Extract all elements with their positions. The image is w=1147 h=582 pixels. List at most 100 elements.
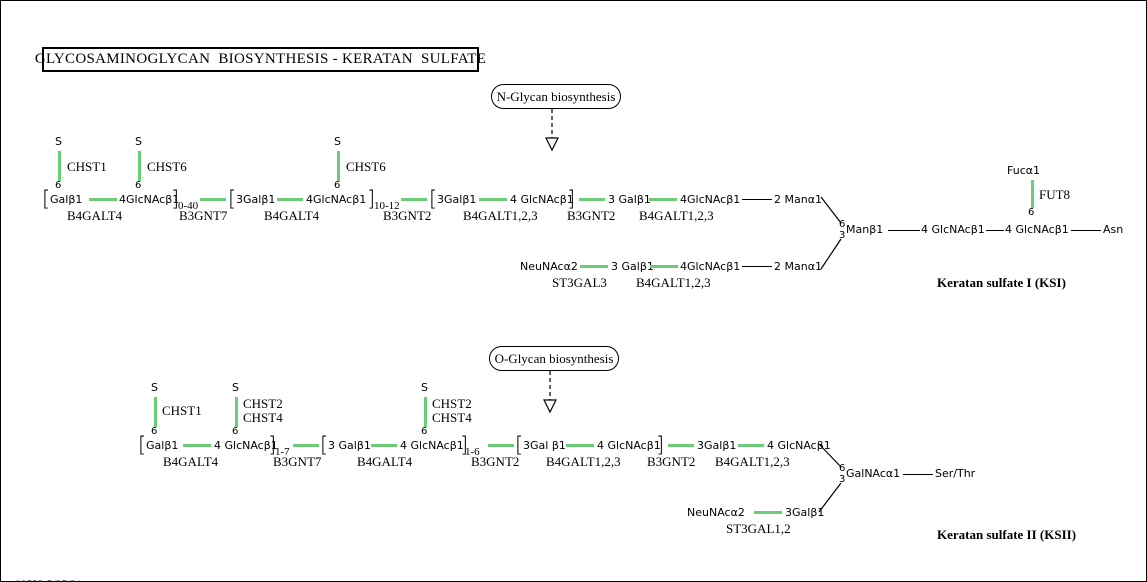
enzyme-label-ksii-chst4-a[interactable]: CHST4 (243, 410, 283, 425)
edge-ksi-4[interactable] (401, 198, 427, 201)
edge-ksii-6[interactable] (668, 444, 694, 447)
residue-ksi-asn[interactable]: Asn (1103, 223, 1124, 236)
edge-ksi-2[interactable] (200, 198, 226, 201)
edge-ksi-core-2[interactable] (986, 230, 1004, 231)
residue-ksi-core-glcnac1[interactable]: 4 GlcNAcβ1 (921, 223, 985, 236)
enzyme-label-ksii-chst2-b[interactable]: CHST2 (432, 396, 472, 411)
enzyme-ksi-b4galt123-2[interactable]: B4GALT1,2,3 (639, 208, 714, 223)
map-node-o-glycan-biosynthesis[interactable]: O-Glycan biosynthesis (489, 346, 619, 371)
edge-ksi-core-1[interactable] (888, 230, 920, 231)
residue-ksi-gal4[interactable]: 3 Galβ1 (608, 193, 651, 206)
edge-ksi-fucose[interactable] (1031, 180, 1034, 208)
edge-ksi-6[interactable] (579, 198, 605, 201)
edge-ksii-4[interactable] (488, 444, 514, 447)
edge-ksi-3[interactable] (277, 198, 303, 201)
enzyme-ksii-b4galt123-1[interactable]: B4GALT1,2,3 (546, 454, 621, 469)
edge-sulfate-ksi-2[interactable] (138, 151, 141, 181)
enzyme-ksii-b3gnt2-1[interactable]: B3GNT2 (471, 454, 520, 469)
edge-ksi-branch-3[interactable] (742, 266, 772, 267)
residue-ksi-glcnac4[interactable]: 4GlcNAcβ1 (680, 193, 741, 206)
bracket-close-ksi-3: ] (567, 187, 576, 211)
enzyme-ksii-b4galt123-2[interactable]: B4GALT1,2,3 (715, 454, 790, 469)
edge-ksi-branch-2[interactable] (650, 265, 678, 268)
residue-ksii-gal3[interactable]: 3Gal β1 (523, 439, 566, 452)
residue-ksi-gal3[interactable]: 3Galβ1 (437, 193, 477, 206)
branch-line-ksi-lower (820, 238, 842, 270)
edge-ksi-5[interactable] (479, 198, 507, 201)
enzyme-ksii-b4galt4-1[interactable]: B4GALT4 (163, 454, 219, 469)
edge-ksii-core-1[interactable] (903, 474, 933, 475)
residue-ksii-neunac[interactable]: NeuNAcα2 (687, 506, 745, 519)
enzyme-ksi-b3gnt2-2[interactable]: B3GNT2 (567, 208, 616, 223)
residue-ksii-glcnac4[interactable]: 4 GlcNAcβ1 (767, 439, 831, 452)
residue-ksi-glcnac1[interactable]: 4GlcNAcβ1 (119, 193, 180, 206)
map-node-n-glycan-biosynthesis[interactable]: N-Glycan biosynthesis (491, 84, 621, 109)
position-number-ksii-2: 6 (232, 426, 239, 437)
residue-ksi-neunac[interactable]: NeuNAcα2 (520, 260, 578, 273)
edge-sulfate-ksi-3[interactable] (337, 151, 340, 181)
enzyme-label-ksii-chst4-b[interactable]: CHST4 (432, 410, 472, 425)
residue-ksi-glcnac3[interactable]: 4 GlcNAcβ1 (510, 193, 574, 206)
residue-ksii-glcnac2[interactable]: 4 GlcNAcβ1 (400, 439, 464, 452)
residue-ksi-glcnac2[interactable]: 4GlcNAcβ1 (306, 193, 367, 206)
residue-ksi-fucose[interactable]: Fucα1 (1007, 164, 1040, 177)
enzyme-ksi-fut8[interactable]: FUT8 (1039, 187, 1071, 202)
edge-ksii-5[interactable] (566, 444, 594, 447)
residue-ksii-glcnac1[interactable]: 4 GlcNAcβ1 (214, 439, 278, 452)
enzyme-ksii-b3gnt7[interactable]: B3GNT7 (273, 454, 322, 469)
enzyme-ksi-b4galt123-3[interactable]: B4GALT1,2,3 (636, 275, 711, 290)
enzyme-label-ksii-chst2-a[interactable]: CHST2 (243, 396, 283, 411)
enzyme-ksi-b4galt4-2[interactable]: B4GALT4 (264, 208, 320, 223)
residue-ksi-gal2[interactable]: 3Galβ1 (236, 193, 276, 206)
edge-ksii-3[interactable] (371, 444, 397, 447)
sulfate-label-ksi-2: S (135, 135, 142, 148)
residue-ksi-branch-glcnac[interactable]: 4GlcNAcβ1 (680, 260, 741, 273)
enzyme-ksi-st3gal3[interactable]: ST3GAL3 (552, 275, 607, 290)
edge-ksi-8[interactable] (742, 199, 772, 200)
enzyme-ksi-b4galt123-1[interactable]: B4GALT1,2,3 (463, 208, 538, 223)
residue-ksii-galnac[interactable]: GalNAcα1 (846, 467, 901, 480)
enzyme-label-ksi-chst6-a[interactable]: CHST6 (147, 159, 187, 174)
edge-sulfate-ksii-2[interactable] (235, 397, 238, 427)
residue-ksi-man-lower[interactable]: 2 Manα1 (774, 260, 822, 273)
edge-sulfate-ksi-1[interactable] (58, 151, 61, 181)
edge-ksii-7[interactable] (738, 444, 764, 447)
residue-ksi-man-upper[interactable]: 2 Manα1 (774, 193, 822, 206)
enzyme-label-ksi-chst1[interactable]: CHST1 (67, 159, 107, 174)
residue-ksii-branch-gal[interactable]: 3Galβ1 (785, 506, 825, 519)
residue-ksii-gal2[interactable]: 3 Galβ1 (328, 439, 371, 452)
edge-ksi-core-3[interactable] (1071, 230, 1101, 231)
residue-ksii-gal4[interactable]: 3Galβ1 (697, 439, 737, 452)
enzyme-ksii-st3gal12[interactable]: ST3GAL1,2 (726, 521, 791, 536)
edge-ksi-1[interactable] (89, 198, 117, 201)
residue-ksii-glcnac3[interactable]: 4 GlcNAcβ1 (597, 439, 661, 452)
position-number-ksi-2: 6 (135, 180, 142, 191)
subscript-ksi-2: 10-12 (374, 200, 400, 212)
enzyme-ksii-b3gnt2-2[interactable]: B3GNT2 (647, 454, 696, 469)
edge-ksii-2[interactable] (293, 444, 319, 447)
bracket-open-ksii-3: [ (515, 433, 524, 457)
branch-position-ksi-6: 6 (839, 219, 846, 230)
sulfate-label-ksii-1: S (151, 381, 158, 394)
residue-ksi-man-beta[interactable]: Manβ1 (846, 223, 884, 236)
edge-ksi-7[interactable] (649, 198, 677, 201)
position-number-ksii-3: 6 (421, 426, 428, 437)
enzyme-label-ksii-chst1[interactable]: CHST1 (162, 403, 202, 418)
edge-ksii-branch-1[interactable] (754, 511, 782, 514)
residue-ksii-gal1[interactable]: Galβ1 (146, 439, 179, 452)
residue-ksi-core-glcnac2[interactable]: 4 GlcNAcβ1 (1005, 223, 1069, 236)
footer-map-id: 00533 5/25/21 (15, 579, 134, 581)
residue-ksii-serthr[interactable]: Ser/Thr (935, 467, 976, 480)
edge-ksi-branch-1[interactable] (580, 265, 608, 268)
residue-ksi-gal1[interactable]: Galβ1 (50, 193, 83, 206)
enzyme-ksii-b4galt4-2[interactable]: B4GALT4 (357, 454, 413, 469)
product-label-ksi: Keratan sulfate I (KSI) (937, 275, 1066, 290)
residue-ksi-branch-gal[interactable]: 3 Galβ1 (611, 260, 654, 273)
enzyme-ksi-b3gnt7[interactable]: B3GNT7 (179, 208, 228, 223)
edge-sulfate-ksii-1[interactable] (154, 397, 157, 427)
edge-sulfate-ksii-3[interactable] (424, 397, 427, 427)
edge-ksii-1[interactable] (183, 444, 211, 447)
enzyme-label-ksi-chst6-b[interactable]: CHST6 (346, 159, 386, 174)
enzyme-ksi-b3gnt2-1[interactable]: B3GNT2 (383, 208, 432, 223)
enzyme-ksi-b4galt4-1[interactable]: B4GALT4 (67, 208, 123, 223)
